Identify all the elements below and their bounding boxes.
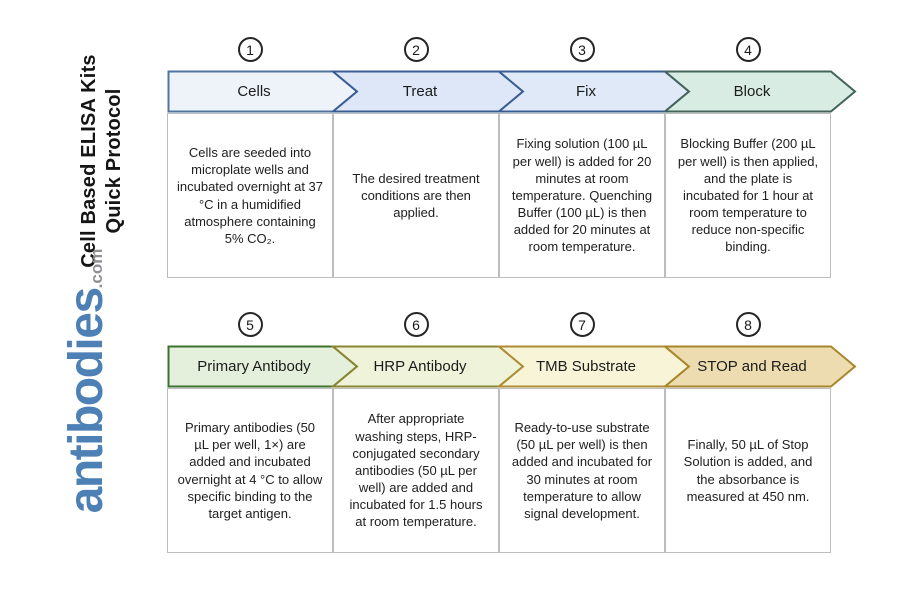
arrow-label: STOP and Read	[697, 358, 807, 375]
step-number: 4	[744, 41, 752, 58]
step-description-box: Fixing solution (100 µL per well) is add…	[499, 113, 665, 278]
step-description-box: The desired treatment conditions are the…	[333, 113, 499, 278]
arrow-label: HRP Antibody	[373, 358, 467, 375]
step-number: 8	[744, 316, 752, 333]
step-description: Fixing solution (100 µL per well) is add…	[511, 136, 653, 255]
row2-description-boxes: Primary antibodies (50 µL per well, 1×) …	[167, 388, 862, 553]
row2-step-numbers: 5 6 7 8 Primary Antibody HRP Antibody TM…	[167, 312, 862, 553]
row1-step-numbers: 1 2 3 4 Cells Treat Fix Block Cells are …	[167, 37, 862, 278]
row1-description-boxes: Cells are seeded into microplate wells a…	[167, 113, 862, 278]
step-description: Cells are seeded into microplate wells a…	[177, 145, 323, 246]
step-number: 6	[412, 316, 420, 333]
arrow-label: Block	[733, 83, 771, 100]
step-number-badge: 3	[569, 37, 595, 62]
step-description: Blocking Buffer (200 µL per well) is the…	[677, 136, 819, 255]
step-number: 1	[246, 41, 254, 58]
row2-arrows	[167, 345, 857, 388]
step-number: 2	[412, 41, 420, 58]
step-number-badge: 2	[403, 37, 429, 62]
step-description: Finally, 50 µL of Stop Solution is added…	[683, 437, 813, 504]
step-description-box: Finally, 50 µL of Stop Solution is added…	[665, 388, 831, 553]
arrow-shape-stop-and-read	[662, 345, 857, 388]
step-number-badge: 7	[569, 312, 595, 337]
step-description: Primary antibodies (50 µL per well, 1×) …	[177, 420, 323, 521]
step-number: 7	[578, 316, 586, 333]
step-number: 3	[578, 41, 586, 58]
step-number-badge: 1	[237, 37, 263, 62]
arrow-label: Fix	[576, 83, 596, 100]
arrow-label: Primary Antibody	[197, 358, 311, 375]
step-description: After appropriate washing steps, HRP-con…	[349, 411, 483, 530]
step-number-badge: 4	[735, 37, 761, 62]
step-description: Ready-to-use substrate (50 µL per well) …	[511, 420, 653, 521]
arrow-label: TMB Substrate	[535, 358, 637, 375]
step-description-box: Primary antibodies (50 µL per well, 1×) …	[167, 388, 333, 553]
step-number-badge: 5	[237, 312, 263, 337]
arrow-label: Treat	[402, 83, 438, 100]
step-description-box: Blocking Buffer (200 µL per well) is the…	[665, 113, 831, 278]
step-description-box: Ready-to-use substrate (50 µL per well) …	[499, 388, 665, 553]
step-number: 5	[246, 316, 254, 333]
step-number-badge: 8	[735, 312, 761, 337]
step-number-badge: 6	[403, 312, 429, 337]
brand-logo-suffix: .com	[87, 248, 106, 289]
brand-logo: antibodies.com	[59, 221, 121, 541]
row2-arrow-band: Primary Antibody HRP Antibody TMB Substr…	[167, 345, 862, 388]
row1-arrow-band: Cells Treat Fix Block	[167, 70, 862, 113]
step-description-box: After appropriate washing steps, HRP-con…	[333, 388, 499, 553]
step-description: The desired treatment conditions are the…	[352, 170, 480, 221]
arrow-shape-block	[662, 70, 857, 113]
step-description-box: Cells are seeded into microplate wells a…	[167, 113, 333, 278]
arrow-label: Cells	[237, 83, 271, 100]
row1-arrows	[167, 70, 857, 113]
brand-logo-text: antibodies	[60, 288, 113, 514]
